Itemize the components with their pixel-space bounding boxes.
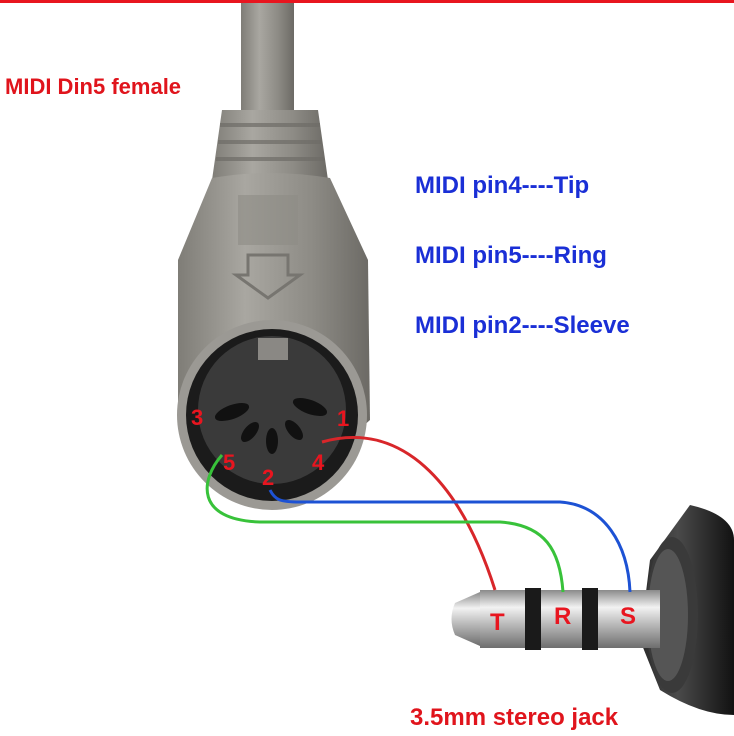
pin-label-1: 1 [337, 406, 349, 431]
pin-label-2: 2 [262, 465, 274, 490]
wire-tip-red [321, 436, 497, 591]
jack-label-sleeve: S [620, 603, 636, 630]
mapping-ring: MIDI pin5----Ring [415, 242, 607, 269]
jack-caption: 3.5mm stereo jack [410, 704, 619, 731]
jack-label-tip: T [490, 609, 505, 636]
mapping-tip: MIDI pin4----Tip [415, 172, 589, 199]
pin-sockets [214, 397, 328, 454]
pin-label-3: 3 [191, 405, 203, 430]
wire-ring-green [205, 454, 565, 593]
din5-female-connector [177, 3, 370, 510]
stereo-jack-plug [451, 505, 734, 715]
connector-title: MIDI Din5 female [5, 74, 181, 99]
wire-sleeve-blue [268, 489, 632, 593]
mapping-sleeve: MIDI pin2----Sleeve [415, 312, 630, 339]
pin-label-4: 4 [312, 450, 325, 475]
jack-label-ring: R [554, 603, 571, 630]
top-border [0, 0, 734, 3]
pin-label-5: 5 [223, 450, 235, 475]
